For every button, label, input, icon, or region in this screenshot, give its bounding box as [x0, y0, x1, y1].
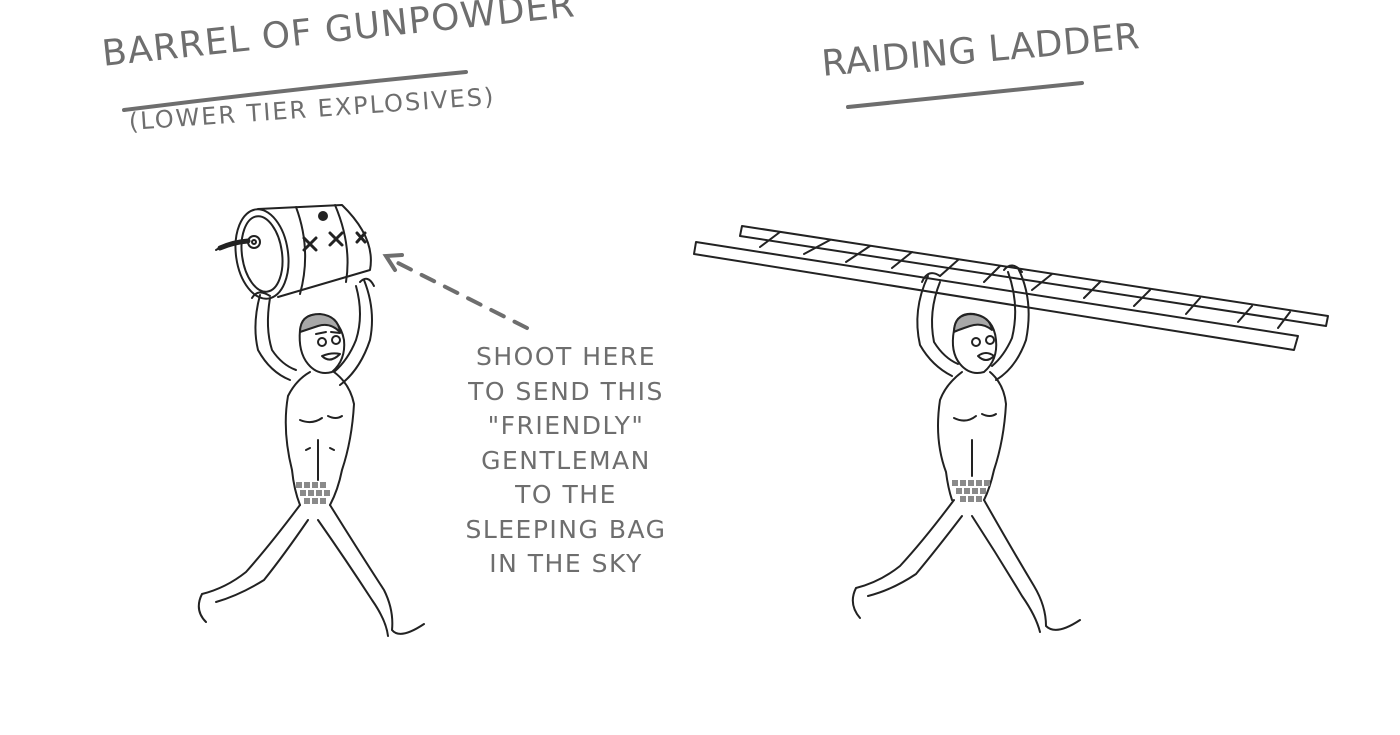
annotation-line: "FRIENDLY": [487, 411, 645, 440]
annotation-line: SHOOT HERE: [475, 342, 656, 371]
shoot-here-annotation: SHOOT HERE TO SEND THIS "FRIENDLY" GENTL…: [456, 340, 676, 582]
gunpowder-barrel: [215, 204, 372, 300]
annotation-line: TO SEND THIS: [468, 376, 664, 406]
title-underline-left: [122, 70, 468, 112]
censor-mosaic: [296, 482, 330, 504]
title-underline-right: [846, 81, 1084, 109]
raiding-ladder: [693, 225, 1329, 351]
hair: [953, 313, 993, 333]
annotation-line: TO THE: [515, 480, 617, 509]
hair: [299, 313, 341, 333]
barrel-carrier-figure: [197, 204, 425, 637]
annotation-line: GENTLEMAN: [481, 445, 651, 475]
annotation-line: SLEEPING BAG: [465, 514, 667, 544]
dashed-arrow: [382, 253, 529, 330]
censor-mosaic: [952, 480, 990, 502]
annotation-line: IN THE SKY: [489, 549, 643, 578]
ladder-carrier-figure: [693, 225, 1329, 633]
